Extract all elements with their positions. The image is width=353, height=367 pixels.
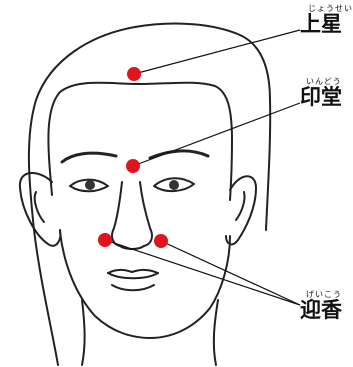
jousei-label: じょうせい 上星 bbox=[300, 4, 353, 36]
face-outline-drawing bbox=[20, 24, 270, 365]
geikou-label: げいこう 迎香 bbox=[300, 290, 342, 322]
acupoint-markers bbox=[98, 67, 168, 248]
geikou-point-left bbox=[98, 233, 112, 247]
geikou-point-right bbox=[154, 234, 168, 248]
indou-label: いんどう 印堂 bbox=[300, 77, 342, 109]
indou-name: 印堂 bbox=[300, 86, 342, 109]
indou-point bbox=[126, 159, 140, 173]
indou-leader-line bbox=[133, 103, 300, 166]
geikou-leader-line-left bbox=[105, 240, 300, 305]
jousei-name: 上星 bbox=[300, 13, 353, 36]
geikou-name: 迎香 bbox=[300, 299, 342, 322]
jousei-point bbox=[127, 67, 141, 81]
jousei-leader-line bbox=[134, 30, 300, 74]
geikou-leader-line-right bbox=[161, 241, 300, 305]
